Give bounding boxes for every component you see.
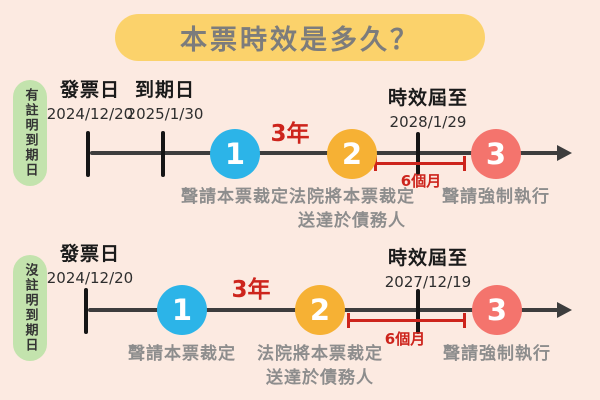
arrow-right-icon xyxy=(557,302,572,318)
milestone-label: 時效屆至 xyxy=(387,247,468,269)
six-month-bracket xyxy=(347,313,466,328)
title-banner: 本票時效是多久？ xyxy=(115,14,485,61)
step-label-line1: 法院將本票裁定 xyxy=(289,187,415,207)
step-number: 2 xyxy=(309,293,331,327)
step-circle-1: 1 xyxy=(157,285,207,335)
step-label-1: 聲請本票裁定 xyxy=(181,187,289,207)
milestone-date: 2024/12/20 xyxy=(46,269,134,287)
duration-3-years: 3年 xyxy=(270,121,310,147)
page-title: 本票時效是多久？ xyxy=(180,25,420,56)
step-circle-1: 1 xyxy=(210,129,260,179)
step-label-2: 法院將本票裁定 送達於債務人 xyxy=(225,343,415,391)
duration-6-months: 6個月 xyxy=(384,330,426,348)
milestone-date: 2024/12/20 xyxy=(46,105,134,123)
step-label-line2: 送達於債務人 xyxy=(298,210,406,231)
step-label-3: 聲請強制執行 xyxy=(443,344,551,364)
step-label-line1: 法院將本票裁定 xyxy=(257,344,383,364)
step-label-line2: 送達於債務人 xyxy=(266,367,374,388)
step-label-3: 聲請強制執行 xyxy=(442,187,550,207)
milestone-date: 2025/1/30 xyxy=(126,105,204,123)
step-circle-3: 3 xyxy=(472,285,522,335)
step-circle-3: 3 xyxy=(471,129,521,179)
arrow-right-icon xyxy=(557,145,572,161)
tick-issue-date xyxy=(84,288,88,334)
milestone-expiry: 時效屆至 2027/12/19 xyxy=(358,243,498,291)
six-month-bracket xyxy=(374,156,466,171)
step-number: 1 xyxy=(224,137,246,171)
step-label-2: 法院將本票裁定 送達於債務人 xyxy=(257,186,447,234)
step-circle-2: 2 xyxy=(327,129,377,179)
tick-issue-date xyxy=(86,131,90,177)
duration-6-months: 6個月 xyxy=(400,172,442,190)
step-number: 2 xyxy=(341,137,363,171)
category-pill-without-due-date: 沒註明到期日 xyxy=(13,255,47,361)
category-label: 沒註明到期日 xyxy=(22,263,38,353)
milestone-label: 發票日 xyxy=(59,243,120,265)
duration-3-years: 3年 xyxy=(231,277,271,303)
milestone-date: 2028/1/29 xyxy=(389,113,467,131)
milestone-date: 2027/12/19 xyxy=(384,273,472,291)
tick-expiry xyxy=(416,132,420,175)
tick-expiry xyxy=(416,289,420,334)
milestone-expiry: 時效屆至 2028/1/29 xyxy=(358,83,498,131)
milestone-label: 發票日 xyxy=(59,79,120,101)
milestone-due-date: 到期日 2025/1/30 xyxy=(105,75,225,123)
tick-due-date xyxy=(161,131,165,177)
category-pill-with-due-date: 有註明到期日 xyxy=(13,80,47,186)
milestone-label: 到期日 xyxy=(134,79,195,101)
step-number: 3 xyxy=(485,137,507,171)
timeline-axis xyxy=(90,151,560,155)
step-label-1: 聲請本票裁定 xyxy=(128,344,236,364)
milestone-label: 時效屆至 xyxy=(387,87,468,109)
step-number: 1 xyxy=(171,293,193,327)
step-circle-2: 2 xyxy=(295,285,345,335)
milestone-issue-date: 發票日 2024/12/20 xyxy=(30,239,150,287)
step-number: 3 xyxy=(486,293,508,327)
milestone-issue-date: 發票日 2024/12/20 xyxy=(30,75,150,123)
category-label: 有註明到期日 xyxy=(22,88,38,178)
